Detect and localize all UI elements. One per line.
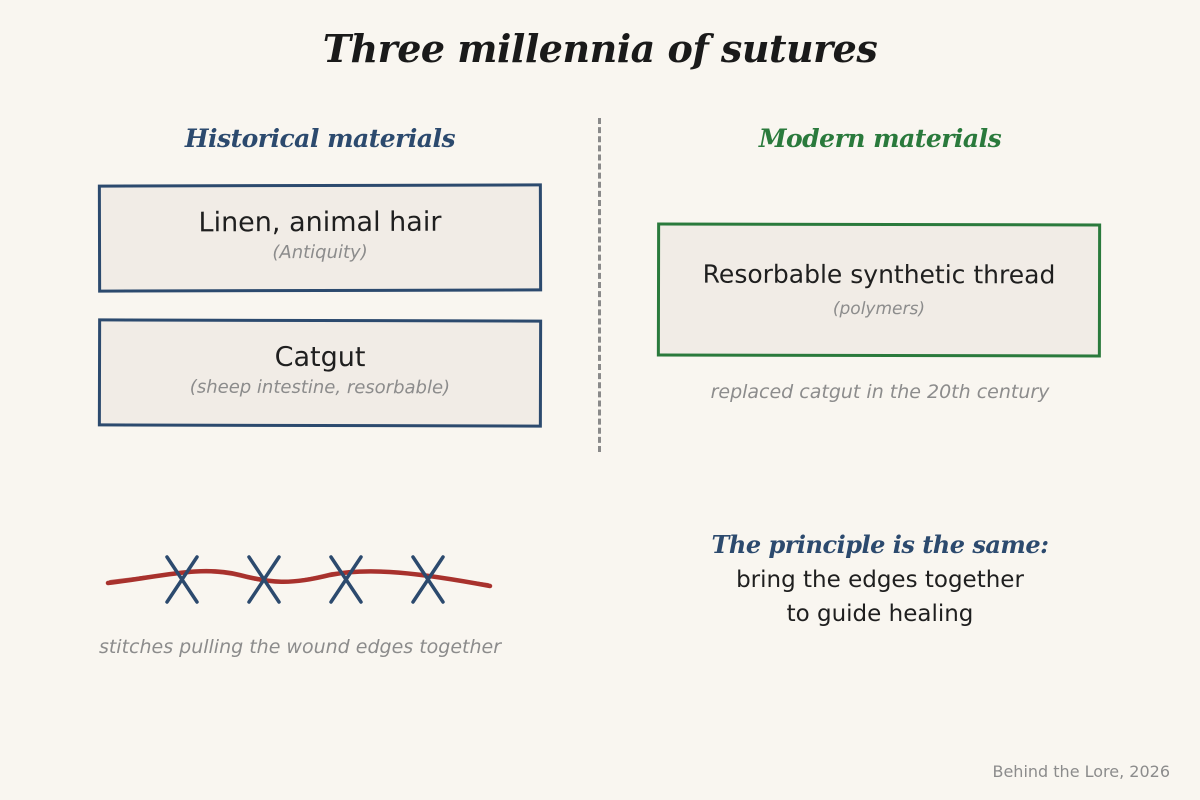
stitch-x-icon: [329, 555, 363, 604]
modern-item-note: (polymers): [832, 298, 926, 320]
replaced-note: replaced catgut in the 20th century: [710, 381, 1050, 403]
stitch-group: [165, 555, 445, 604]
modern-heading: Modern materials: [758, 124, 1002, 153]
modern-item-name: Resorbable synthetic thread: [702, 259, 1056, 290]
column-divider: [598, 118, 601, 452]
principle-line-1: bring the edges together: [736, 567, 1024, 593]
historical-item-note: (Antiquity): [272, 241, 368, 264]
historical-item-note: (sheep intestine, resorbable): [189, 376, 451, 399]
illustration-caption: stitches pulling the wound edges togethe…: [98, 636, 502, 658]
stitch-x-icon: [247, 555, 281, 604]
stitches-illustration: [105, 555, 493, 604]
historical-item-linen: Linen, animal hair (Antiquity): [97, 183, 543, 293]
historical-item-catgut: Catgut (sheep intestine, resorbable): [97, 318, 543, 428]
historical-item-name: Catgut: [274, 341, 366, 374]
principle-heading: The principle is the same:: [711, 530, 1049, 559]
stitch-x-icon: [411, 555, 445, 604]
modern-item-synthetic-thread: Resorbable synthetic thread (polymers): [656, 222, 1102, 358]
historical-heading: Historical materials: [184, 124, 456, 153]
historical-item-name: Linen, animal hair: [198, 206, 442, 239]
stitch-x-icon: [165, 555, 199, 604]
principle-line-2: to guide healing: [786, 601, 974, 627]
page-title: Three millennia of sutures: [322, 26, 878, 71]
credit: Behind the Lore, 2026: [992, 762, 1170, 781]
